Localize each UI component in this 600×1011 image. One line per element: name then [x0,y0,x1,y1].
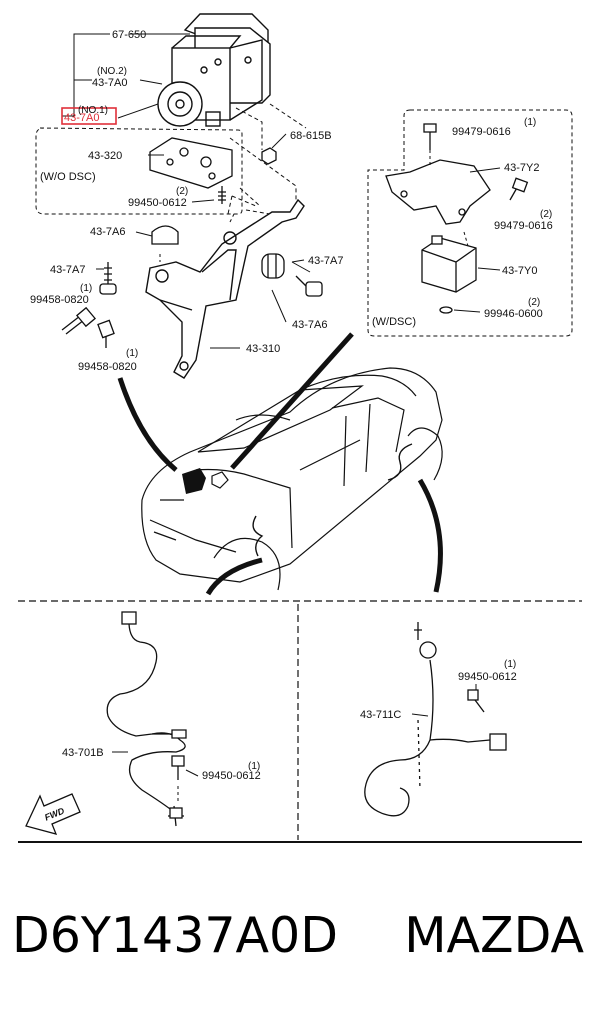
label-qty-1e: (1) [504,659,516,670]
nut-68-615b-illustration [261,147,277,165]
label-99450-0612-a: 99450-0612 [128,197,187,209]
car-illustration [141,367,443,591]
yaw-sensor-illustration [421,235,477,314]
label-43-701b: 43-701B [62,747,104,759]
pointer-curves [117,332,443,596]
rubber-mount-left-illustration [151,225,179,245]
label-99479-0616-a: 99479-0616 [452,126,511,138]
label-99450-0612-c: 99450-0612 [458,671,517,683]
dsc-module-bracket-illustration [385,123,529,225]
label-43-7a6-left: 43-7A6 [90,226,125,238]
label-68-615b: 68-615B [290,130,332,142]
label-qty-2c: (2) [528,297,540,308]
label-qty-2b: (2) [540,209,552,220]
bracket-43-320-illustration [149,137,233,204]
label-qty-1a: (1) [80,283,92,294]
label-qty-2a: (2) [176,186,188,197]
label-43-310: 43-310 [246,343,280,355]
label-qty-no2: (NO.2) [97,66,127,77]
label-43-7a7-left: 43-7A7 [50,264,85,276]
brand-name: MAZDA [404,906,584,964]
hydraulic-unit-illustration [157,13,271,127]
leader-lines-top-left [62,33,307,215]
label-43-7a7-right: 43-7A7 [308,255,343,267]
label-43-7y2: 43-7Y2 [504,162,539,174]
fwd-arrow-icon [25,793,81,835]
label-wo-dsc: (W/O DSC) [40,171,96,183]
leader-lines-bottom-right [411,684,477,717]
label-qty-1b: (1) [126,348,138,359]
label-43-7y0: 43-7Y0 [502,265,537,277]
label-qty-1d: (1) [248,761,260,772]
label-67-650: 67-650 [112,29,146,41]
label-43-7a0-no1: 43-7A0 [64,112,99,124]
label-43-320: 43-320 [88,150,122,162]
rubber-mount-right-illustration [261,253,323,297]
w-dsc-box [367,109,573,337]
label-qty-no1: (NO.1) [78,105,108,116]
leader-lines-bottom-left [112,751,199,804]
front-abs-sensor-illustration [106,611,187,827]
label-w-dsc: (W/DSC) [372,316,416,328]
leader-lines-mid-left [96,213,311,349]
label-99458-0820-a: 99458-0820 [30,294,89,306]
label-qty-1c: (1) [524,117,536,128]
rear-abs-sensor-illustration [364,622,507,817]
car-sensor-wires [252,443,413,557]
parts-diagram: 67-650 (NO.2) 43-7A0 (NO.1) 43-7A0 68-61… [18,13,582,843]
caption-row: D6Y1437A0D MAZDA [0,895,600,975]
bolt-99458-0820-illustration [61,306,115,348]
label-99458-0820-b: 99458-0820 [78,361,137,373]
label-99450-0612-b: 99450-0612 [202,770,261,782]
part-labels: 67-650 (NO.2) 43-7A0 (NO.1) 43-7A0 68-61… [30,29,553,823]
leader-lines-right [429,150,501,313]
label-43-711c: 43-711C [360,709,401,721]
collar-left-illustration [99,262,117,295]
highlighted-part-box [61,107,117,125]
label-99946-0600: 99946-0600 [484,308,543,320]
label-43-7a6-right: 43-7A6 [292,319,327,331]
label-99479-0616-b: 99479-0616 [494,220,553,232]
label-43-7a0-no2: 43-7A0 [92,77,127,89]
part-number: D6Y1437A0D [12,906,338,964]
car-unit-location [182,468,229,494]
mounting-bracket-43-310-illustration [145,198,305,379]
